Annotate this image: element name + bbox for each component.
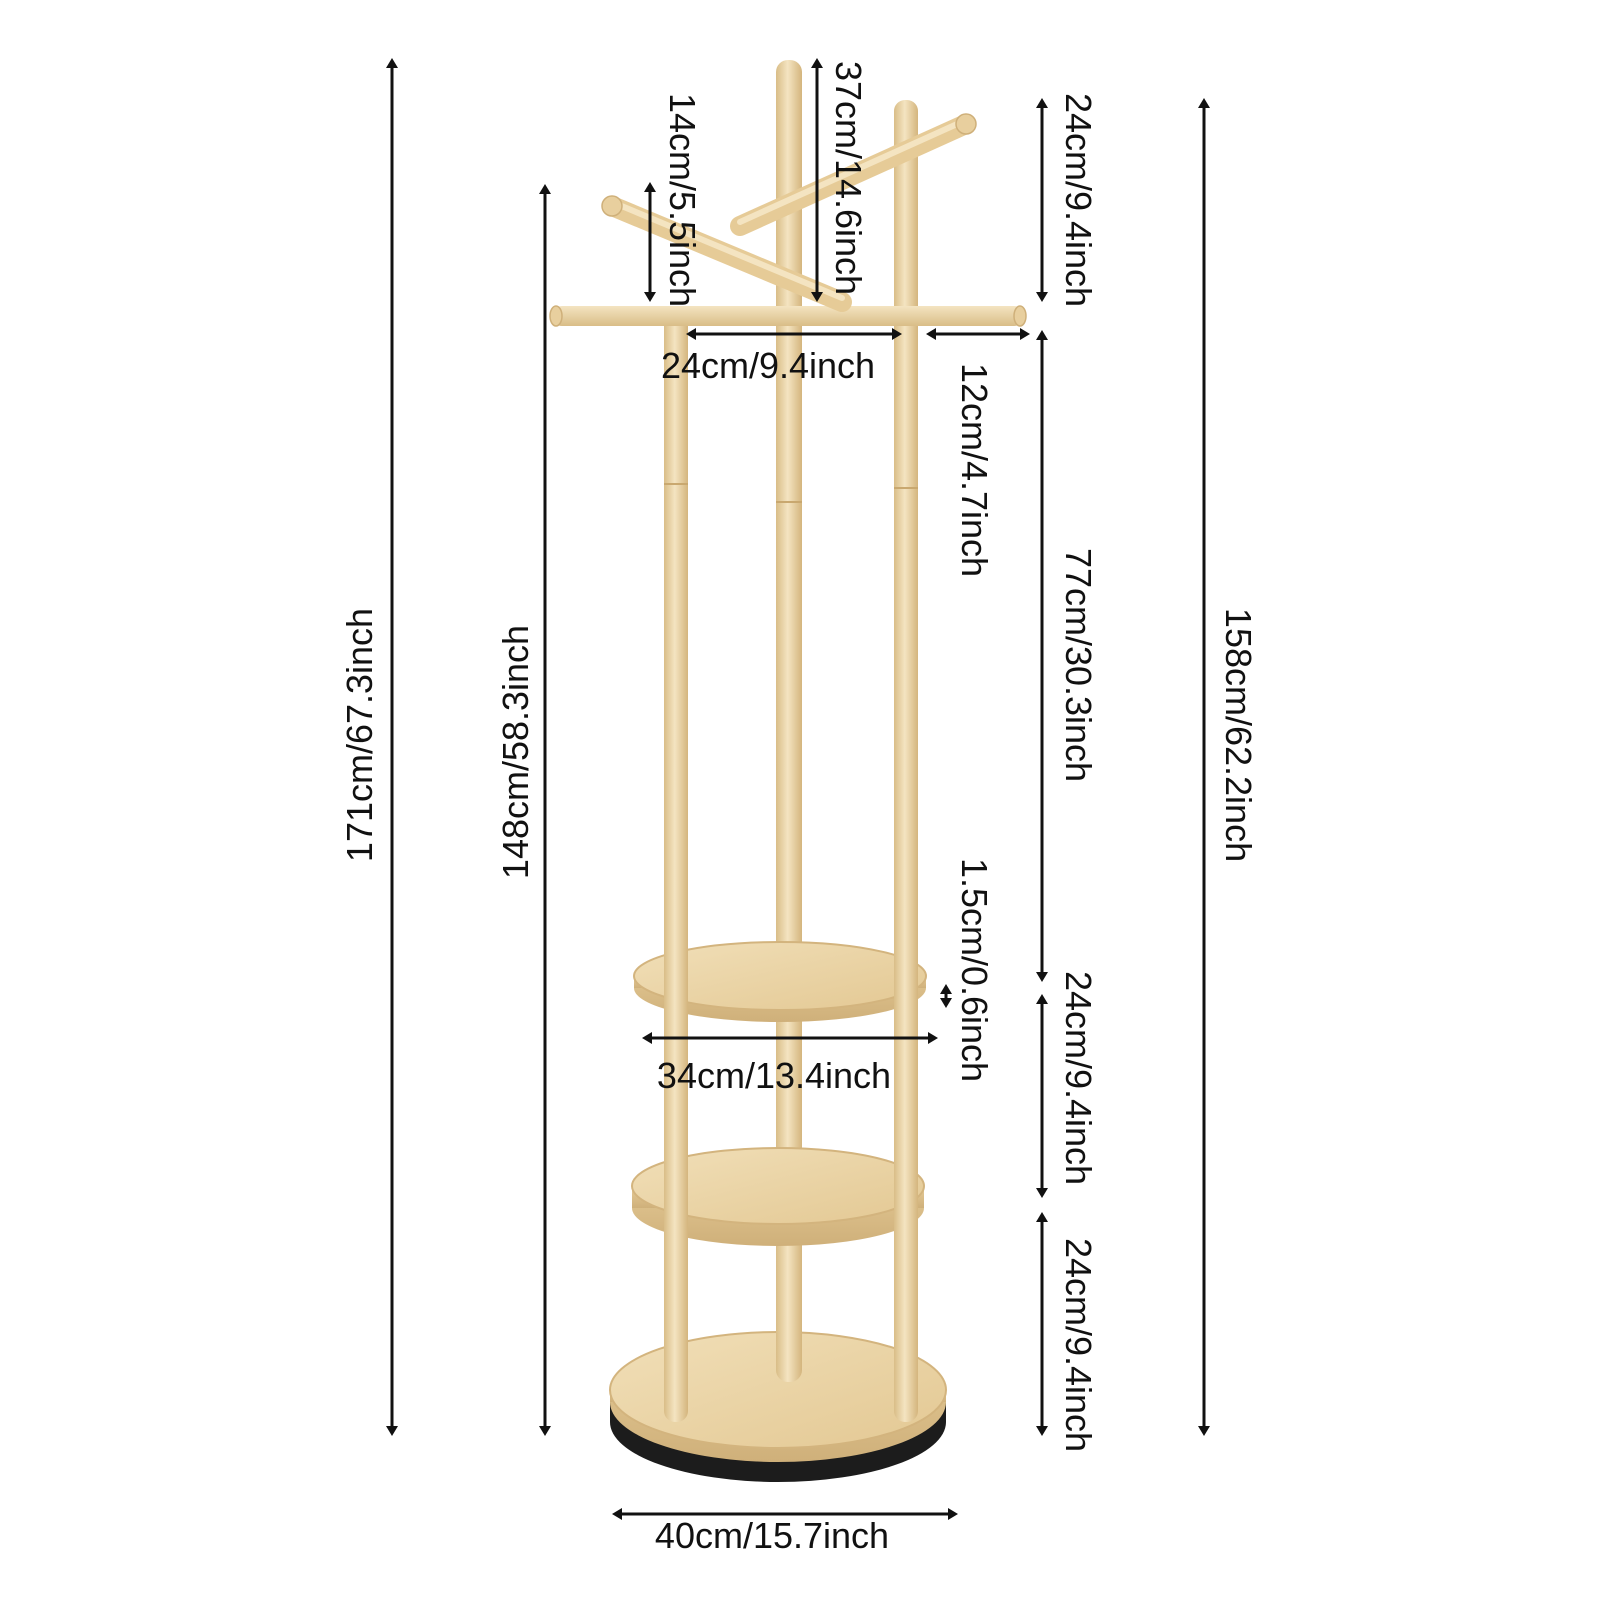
right-height-arrow [1198,98,1210,1436]
pole-height-label: 148cm/58.3inch [495,625,536,879]
upper-pole-length-label: 77cm/30.3inch [1058,548,1099,782]
upper-shelf [633,941,927,1022]
crossbar-span-label: 24cm/9.4inch [661,345,875,386]
base-diameter-label: 40cm/15.7inch [655,1515,889,1556]
shelf-thickness-label: 1.5cm/0.6inch [954,858,995,1082]
right-hook [730,113,977,236]
left-pole [664,312,688,1422]
pole-height-arrow [539,184,551,1436]
total-height-arrow [386,58,398,1436]
left-hook [601,195,852,312]
shelf-thickness-arrow [940,984,952,1008]
crossbar-overhang-label: 12cm/4.7inch [954,363,995,577]
upper-shelf-gap-label: 24cm/9.4inch [1058,971,1099,1185]
lower-shelf [631,1147,925,1246]
base-disc [609,1331,947,1482]
right-hook-height-label: 24cm/9.4inch [1058,93,1099,307]
shelf-diameter-arrow [642,1032,938,1044]
center-pole [776,60,802,1382]
coat-rack [549,60,1027,1482]
lower-shelf-gap-arrow [1036,1212,1048,1436]
left-hook-height-arrow [644,182,656,302]
right-height-label: 158cm/62.2inch [1218,608,1259,862]
crossbar-span-arrow [686,328,902,340]
upper-shelf-gap-arrow [1036,994,1048,1198]
left-hook-height-label: 14cm/5.5inch [662,93,703,307]
crossbar-overhang-arrow [926,328,1030,340]
shelf-diameter-label: 34cm/13.4inch [657,1055,891,1096]
dimension-labels: 171cm/67.3inch 148cm/58.3inch 14cm/5.5in… [339,61,1259,1556]
upper-pole-length-arrow [1036,330,1048,982]
dimension-arrows [386,58,1210,1520]
right-pole [894,100,918,1422]
crossbar [549,305,1027,327]
center-hook-height-label: 37cm/14.6inch [828,61,869,295]
total-height-label: 171cm/67.3inch [339,608,380,862]
center-hook-height-arrow [811,58,823,302]
lower-shelf-gap-label: 24cm/9.4inch [1058,1238,1099,1452]
right-hook-height-arrow [1036,98,1048,302]
base-diameter-arrow [612,1508,958,1520]
